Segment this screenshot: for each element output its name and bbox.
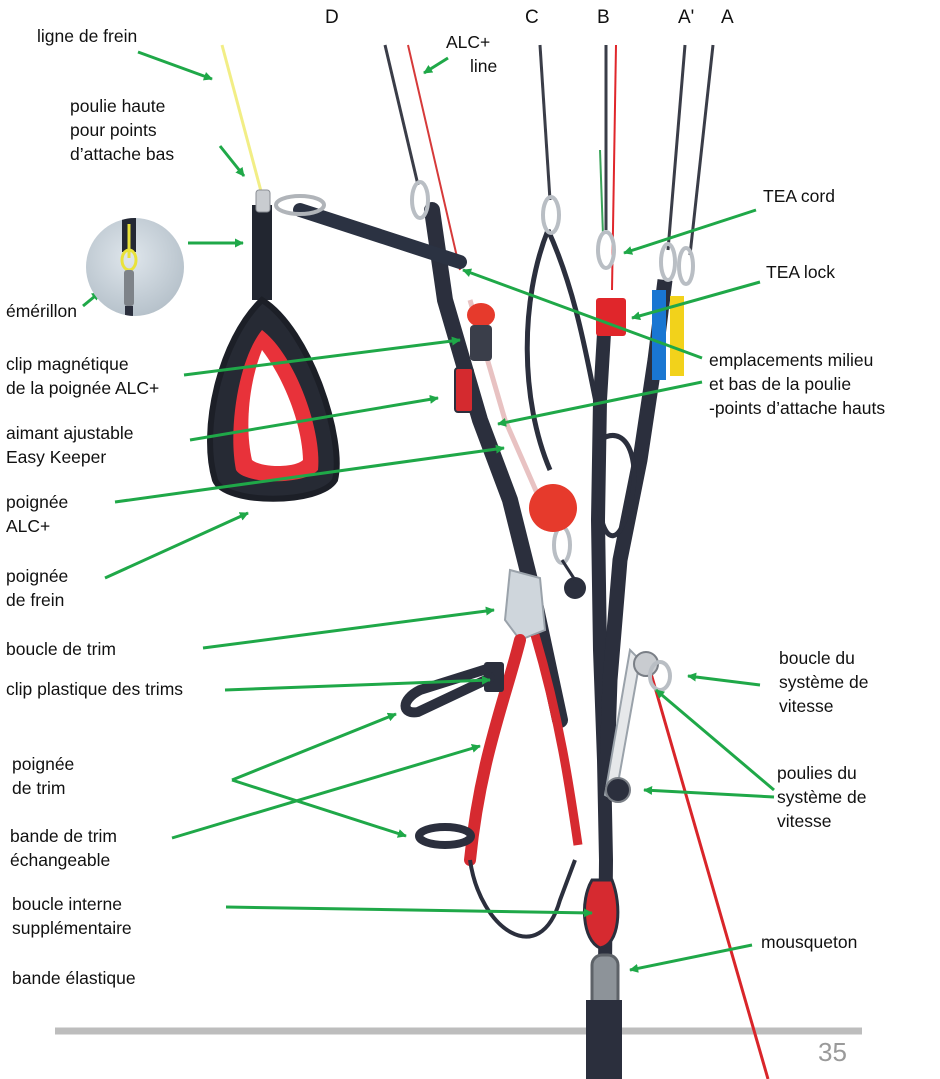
- arrow-poulies-a: [656, 690, 774, 790]
- label-boucle-de-trim: boucle de trim: [6, 637, 116, 661]
- brake-pulley: [256, 190, 270, 212]
- magnetic-clip: [470, 325, 492, 361]
- arrow-boucle-interne: [226, 907, 592, 913]
- swivel-icon: [86, 218, 184, 316]
- label-boucle-interne: boucle interne supplémentaire: [12, 892, 132, 940]
- label-emplacements-3: -points d’attache hauts: [709, 396, 885, 420]
- label-bande-trim: bande de trim échangeable: [10, 824, 117, 872]
- arrow-boucle-vitesse: [688, 676, 760, 685]
- label-aimant-2: Easy Keeper: [6, 445, 133, 469]
- arrow-poignee-frein: [105, 513, 248, 578]
- alc-ball: [529, 484, 577, 532]
- label-aimant-1: aimant ajustable: [6, 421, 133, 445]
- arrow-ligne-frein: [138, 52, 212, 79]
- riser-label-b: B: [597, 6, 610, 30]
- label-boucle-vitesse-3: vitesse: [779, 694, 868, 718]
- riser-label-a-prime: A': [678, 6, 694, 30]
- arrow-poignee-trim-b: [232, 780, 406, 836]
- tea-blue-tape: [652, 290, 666, 380]
- label-tea-cord: TEA cord: [763, 184, 835, 208]
- alc-toggle-top: [467, 303, 495, 327]
- label-alc-line: ALC+ line: [446, 30, 497, 78]
- speed-pulley-lower: [606, 778, 630, 802]
- riser-label-d: D: [325, 6, 339, 30]
- alc-ball-link: [554, 527, 570, 563]
- label-poignee-alc: poignée ALC+: [6, 490, 68, 538]
- arrow-alc-line: [424, 58, 448, 73]
- label-poulies-vitesse-3: vitesse: [777, 809, 866, 833]
- label-boucle-interne-1: boucle interne: [12, 892, 132, 916]
- label-poulie-haute: poulie haute pour points d’attache bas: [70, 94, 174, 166]
- label-poignee-trim-1: poignée: [12, 752, 74, 776]
- label-emplacements: emplacements milieu et bas de la poulie …: [709, 348, 885, 420]
- a-link: [679, 248, 693, 284]
- easy-keeper-magnet: [455, 368, 473, 412]
- label-poulie-haute-3: d’attache bas: [70, 142, 174, 166]
- c-loop: [527, 230, 600, 470]
- label-poulie-haute-2: pour points: [70, 118, 174, 142]
- label-clip-magnetique-1: clip magnétique: [6, 352, 159, 376]
- label-emplacements-1: emplacements milieu: [709, 348, 885, 372]
- label-bande-trim-2: échangeable: [10, 848, 117, 872]
- label-poulie-haute-1: poulie haute: [70, 94, 174, 118]
- trim-handle-lower: [419, 827, 471, 845]
- a-line: [690, 45, 713, 255]
- page-number: 35: [818, 1037, 847, 1068]
- label-poignee-frein-2: de frein: [6, 588, 68, 612]
- trim-handle-upper: [406, 668, 491, 712]
- label-emerillon: émérillon: [6, 299, 77, 323]
- label-boucle-vitesse-2: système de: [779, 670, 868, 694]
- arrow-poignee-trim-a: [232, 714, 396, 780]
- arrow-poulie-haute: [220, 146, 244, 176]
- c-link: [543, 197, 559, 233]
- label-poulies-vitesse-2: système de: [777, 785, 866, 809]
- speed-stopper-ball: [564, 577, 586, 599]
- label-boucle-vitesse: boucle du système de vitesse: [779, 646, 868, 718]
- b-line-green: [600, 150, 603, 235]
- label-clip-magnetique-2: de la poignée ALC+: [6, 376, 159, 400]
- b-link: [598, 232, 614, 268]
- elastic-band: [470, 860, 575, 937]
- speed-line: [650, 670, 768, 1079]
- label-poignee-alc-1: poignée: [6, 490, 68, 514]
- label-boucle-interne-2: supplémentaire: [12, 916, 132, 940]
- label-alc-line-2: line: [446, 54, 497, 78]
- swivel-inset: [86, 218, 184, 316]
- label-poulies-vitesse-1: poulies du: [777, 761, 866, 785]
- label-emplacements-2: et bas de la poulie: [709, 372, 885, 396]
- label-bande-elastique: bande élastique: [12, 966, 136, 990]
- label-ligne-de-frein: ligne de frein: [37, 24, 137, 48]
- label-poulies-vitesse: poulies du système de vitesse: [777, 761, 866, 833]
- label-poignee-frein: poignée de frein: [6, 564, 68, 612]
- tea-lock-block: [596, 298, 626, 336]
- label-poignee-alc-2: ALC+: [6, 514, 68, 538]
- riser-label-c: C: [525, 6, 539, 30]
- label-tea-lock: TEA lock: [766, 260, 835, 284]
- label-boucle-vitesse-1: boucle du: [779, 646, 868, 670]
- label-clip-magnetique: clip magnétique de la poignée ALC+: [6, 352, 159, 400]
- label-alc-line-1: ALC+: [446, 30, 497, 54]
- label-clip-plastique: clip plastique des trims: [6, 677, 183, 701]
- arrow-tea-lock: [632, 282, 760, 318]
- arrow-boucle-trim: [203, 610, 494, 648]
- a-prime-line: [668, 45, 685, 250]
- label-mousqueton: mousqueton: [761, 930, 857, 954]
- arrow-poulies-b: [644, 790, 774, 797]
- ball-cord: [562, 560, 575, 580]
- c-line: [540, 45, 550, 200]
- label-poignee-frein-1: poignée: [6, 564, 68, 588]
- label-aimant: aimant ajustable Easy Keeper: [6, 421, 133, 469]
- d-link: [412, 182, 428, 218]
- trim-buckle: [505, 570, 545, 640]
- riser-label-a: A: [721, 6, 734, 30]
- label-poignee-trim: poignée de trim: [12, 752, 74, 800]
- label-bande-trim-1: bande de trim: [10, 824, 117, 848]
- label-poignee-trim-2: de trim: [12, 776, 74, 800]
- main-strap-bottom: [586, 1000, 622, 1079]
